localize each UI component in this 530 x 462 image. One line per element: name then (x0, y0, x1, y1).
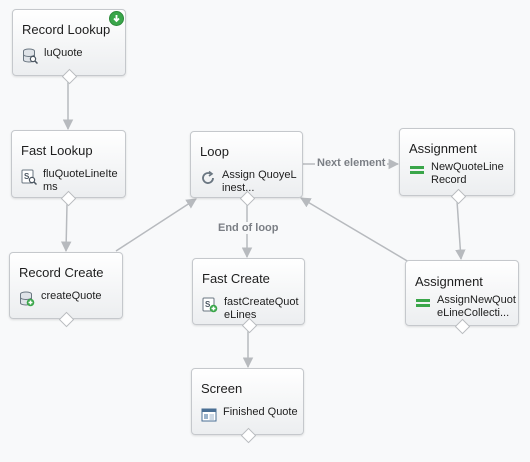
loop-icon (202, 170, 214, 184)
node-loop[interactable]: Loop Assign QuoyeLinest... (190, 131, 303, 207)
database-add-icon (20, 291, 35, 307)
node-record-create[interactable]: Record Create createQuote (9, 252, 123, 328)
screen-icon (201, 408, 217, 422)
node-api-name: fastCreateQuoteLines (224, 296, 299, 321)
node-api-name: luQuote (44, 47, 83, 59)
sobject-add-icon: S (202, 297, 218, 313)
node-api-name: createQuote (41, 290, 102, 302)
edge-label-end-of-loop: End of loop (216, 222, 281, 234)
edge-fastlookup-to-create[interactable] (60, 203, 72, 253)
node-fast-create[interactable]: Fast Create S fastCreateQuoteLines (192, 258, 305, 334)
node-type-label: Assignment (415, 274, 483, 289)
sobject-search-icon: S (21, 169, 37, 185)
node-api-name: NewQuoteLine Record (431, 161, 504, 186)
edge-create-to-loop[interactable] (115, 198, 197, 252)
node-api-name: AssignNewQuoteLineCollecti... (437, 294, 516, 319)
database-search-icon (23, 48, 38, 64)
node-assignment-newquoteline[interactable]: Assignment NewQuoteLine Record (399, 128, 515, 205)
start-arrow-icon (109, 11, 124, 26)
node-api-name: Assign QuoyeLinest... (222, 169, 297, 194)
edge-assignment2-to-loop[interactable] (300, 197, 410, 263)
svg-text:S: S (24, 172, 30, 181)
node-type-label: Fast Create (202, 271, 270, 286)
node-type-label: Fast Lookup (21, 143, 93, 158)
node-type-label: Loop (200, 144, 229, 159)
assignment-icon (410, 166, 424, 174)
node-fast-lookup[interactable]: Fast Lookup S fluQuoteLineItems (11, 130, 126, 207)
assignment-icon (416, 299, 430, 307)
node-screen[interactable]: Screen Finished Quote (191, 368, 304, 444)
node-type-label: Assignment (409, 141, 477, 156)
node-assignment-collection[interactable]: Assignment AssignNewQuoteLineCollecti... (405, 260, 519, 335)
edge-label-next-element: Next element (315, 157, 388, 169)
edge-assignment1-to-assignment2[interactable] (455, 200, 466, 261)
node-api-name: fluQuoteLineItems (43, 168, 118, 193)
node-type-label: Screen (201, 381, 243, 396)
node-api-name: Finished Quote (223, 406, 298, 418)
node-type-label: Record Lookup (22, 22, 111, 37)
node-record-lookup[interactable]: Record Lookup luQuote (12, 9, 126, 85)
node-type-label: Record Create (19, 265, 104, 280)
svg-text:S: S (205, 300, 211, 309)
